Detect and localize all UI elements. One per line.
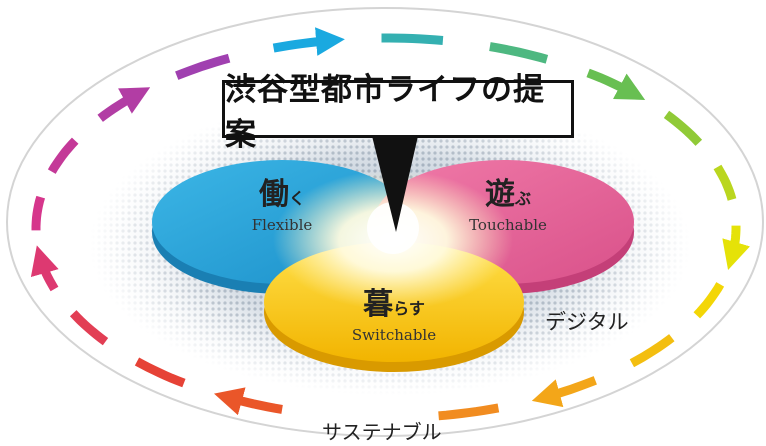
label-hataraku: 働く Flexible	[222, 178, 342, 235]
ring-segment	[97, 87, 151, 122]
ring-segment	[31, 195, 46, 231]
label-asobu-en: Touchable	[469, 216, 547, 234]
label-kurasu-en: Switchable	[351, 326, 437, 344]
label-hataraku-kanji: 働	[258, 177, 289, 212]
title-pointer	[372, 136, 418, 232]
label-kurasu-kanji: 暮	[363, 287, 394, 322]
ring-segment	[713, 164, 737, 201]
ring-segment	[629, 334, 675, 368]
cycle-arrow-ring	[30, 27, 750, 421]
label-kurasu-kana: らす	[393, 299, 425, 318]
label-asobu: 遊ぶ Touchable	[448, 178, 568, 235]
title-box: 渋谷型都市ライフの提案	[222, 72, 574, 153]
ring-segment	[213, 387, 283, 416]
ring-segment	[30, 245, 59, 292]
label-asobu-kanji: 遊	[484, 177, 515, 212]
ring-segment	[531, 376, 597, 408]
label-kurasu-jp: 暮らす	[332, 288, 456, 326]
ring-segment	[586, 68, 646, 100]
label-hataraku-en: Flexible	[251, 216, 313, 234]
ring-segment	[693, 282, 725, 319]
title-text: 渋谷型都市ライフの提案	[225, 72, 545, 153]
ring-segment	[69, 310, 109, 346]
label-digital: デジタル	[545, 310, 629, 334]
label-hataraku-kana: く	[288, 189, 305, 208]
ring-segment	[489, 42, 549, 64]
ring-segment	[438, 403, 500, 421]
ring-segment	[272, 27, 345, 56]
label-asobu-jp: 遊ぶ	[448, 178, 568, 216]
ring-segment	[381, 33, 444, 45]
ring-segment	[47, 137, 79, 174]
label-hataraku-jp: 働く	[222, 178, 342, 216]
ring-segment	[175, 53, 231, 80]
center-light	[367, 202, 419, 254]
ring-segment	[722, 225, 750, 270]
ring-segment	[663, 110, 703, 146]
label-kurasu: 暮らす Switchable	[332, 288, 456, 345]
label-sustainable: サステナブル	[322, 420, 442, 444]
label-asobu-kana: ぶ	[514, 189, 531, 208]
ring-segment	[134, 357, 186, 388]
